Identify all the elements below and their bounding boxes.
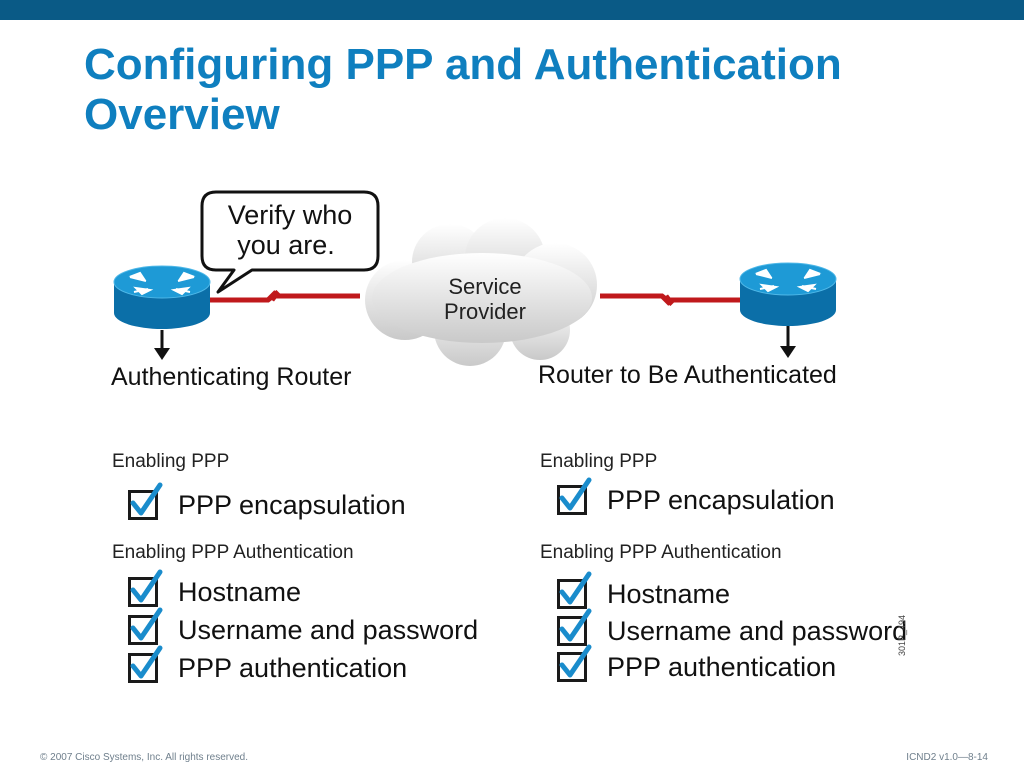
figure-code: 301P_494 [897,614,907,656]
cloud-label-line-1: Service [448,274,521,299]
right-item-username-password: Username and password [557,608,908,649]
left-item-ppp-encapsulation: PPP encapsulation [128,482,406,523]
check-label: Hostname [607,578,731,609]
checkbox-checked-icon [128,482,163,520]
title-line-1: Configuring PPP and Authentication [84,40,842,89]
footer-course-page: ICND2 v1.0—8-14 [906,752,988,763]
left-serial-link [205,290,360,303]
left-item-username-password: Username and password [128,607,479,648]
check-label: Username and password [178,614,479,645]
top-bar [0,0,1024,20]
right-section-enabling-ppp: Enabling PPP [540,451,658,472]
right-router-caption: Router to Be Authenticated [538,361,837,389]
check-label: PPP authentication [178,652,408,683]
left-router-caption: Authenticating Router [111,363,352,391]
left-item-hostname: Hostname [128,569,302,610]
right-item-ppp-authentication: PPP authentication [557,644,837,685]
authenticating-router-icon [113,265,211,329]
check-label: Username and password [607,615,908,646]
right-item-hostname: Hostname [557,571,731,612]
cloud-label-line-2: Provider [444,299,526,324]
check-label: PPP encapsulation [607,484,835,515]
checkbox-checked-icon [128,607,163,645]
left-down-arrow [154,330,170,360]
checkbox-checked-icon [557,644,592,682]
right-serial-link [600,293,745,306]
left-section-enabling-ppp: Enabling PPP [112,451,230,472]
check-label: PPP encapsulation [178,489,406,520]
checkbox-checked-icon [557,477,592,515]
left-item-ppp-authentication: PPP authentication [128,645,408,686]
right-down-arrow [780,326,796,358]
left-section-enabling-ppp-auth: Enabling PPP Authentication [112,542,354,563]
right-section-enabling-ppp-auth: Enabling PPP Authentication [540,542,782,563]
checkbox-checked-icon [557,571,592,609]
speech-bubble: Verify who you are. [200,190,380,294]
title-line-2: Overview [84,90,280,139]
network-diagram: Service Provider Verify who you are. [113,190,837,366]
page-title: Configuring PPP and Authentication Overv… [84,40,842,140]
footer-copyright: © 2007 Cisco Systems, Inc. All rights re… [40,752,249,763]
speech-bubble-line-1: Verify who [228,200,353,230]
check-label: PPP authentication [607,651,837,682]
service-provider-cloud: Service Provider [365,218,597,366]
right-item-ppp-encapsulation: PPP encapsulation [557,477,835,518]
router-to-be-authenticated-icon [739,262,837,326]
checkbox-checked-icon [128,645,163,683]
checkbox-checked-icon [557,608,592,646]
checkbox-checked-icon [128,569,163,607]
speech-bubble-line-2: you are. [237,230,335,260]
check-label: Hostname [178,576,302,607]
